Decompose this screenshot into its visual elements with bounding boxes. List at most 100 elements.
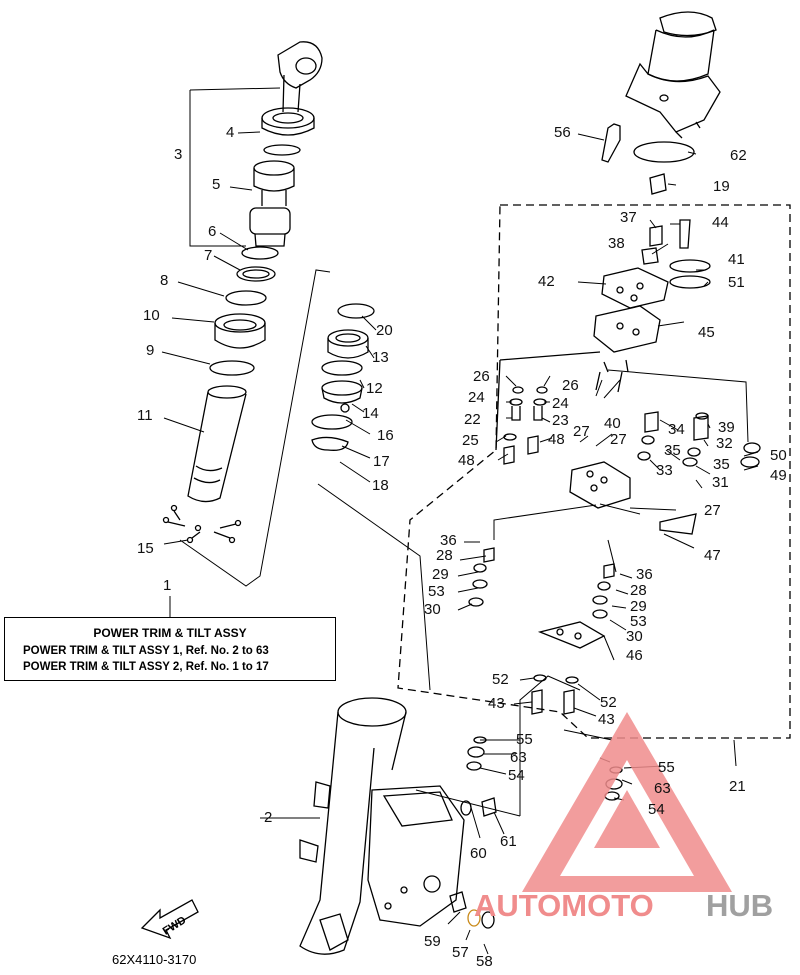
callout-28a: 28 (436, 547, 453, 564)
callout-38: 38 (608, 235, 625, 252)
callout-42: 42 (538, 273, 555, 290)
plugs-57-61 (449, 797, 497, 929)
assy-line-2: POWER TRIM & TILT ASSY 2, Ref. No. 1 to … (23, 661, 269, 673)
assy-21-boundary (397, 204, 791, 739)
callout-26a: 26 (473, 368, 490, 385)
watermark-text-hub: HUB (706, 888, 773, 923)
callout-55a: 55 (516, 731, 533, 748)
callout-44: 44 (712, 214, 729, 231)
piston-parts-middle (311, 303, 375, 451)
cylinder-body (299, 697, 465, 955)
callout-43b: 43 (598, 711, 615, 728)
motor-o-ring (633, 141, 695, 163)
callout-43a: 43 (488, 695, 505, 712)
tilt-rod-eye (277, 41, 323, 113)
callout-34: 34 (668, 421, 685, 438)
callout-14: 14 (362, 405, 379, 422)
callout-55b: 55 (658, 759, 675, 776)
pump-parts (593, 219, 711, 393)
assy-title: POWER TRIM & TILT ASSY (93, 626, 247, 640)
callout-23: 23 (552, 412, 569, 429)
callout-6: 6 (208, 223, 216, 240)
callout-29a: 29 (432, 566, 449, 583)
callout-53b: 53 (630, 613, 647, 630)
callout-9: 9 (146, 342, 154, 359)
callout-22: 22 (464, 411, 481, 428)
callout-35a: 35 (664, 442, 681, 459)
callout-41: 41 (728, 251, 745, 268)
callout-54a: 54 (508, 767, 525, 784)
callout-24a: 24 (468, 389, 485, 406)
callout-52b: 52 (600, 694, 617, 711)
callout-27b: 27 (610, 431, 627, 448)
callout-33: 33 (656, 462, 673, 479)
callout-30a: 30 (424, 601, 441, 618)
callout-26b: 26 (562, 377, 579, 394)
callout-16: 16 (377, 427, 394, 444)
fwd-arrow-icon (140, 899, 199, 940)
callout-49: 49 (770, 467, 787, 484)
small-balls-15 (162, 504, 242, 544)
callout-54b: 54 (648, 801, 665, 818)
callout-5: 5 (212, 176, 220, 193)
callout-32: 32 (716, 435, 733, 452)
callout-40: 40 (604, 415, 621, 432)
callout-10: 10 (143, 307, 160, 324)
callout-37: 37 (620, 209, 637, 226)
callout-31: 31 (712, 474, 729, 491)
callout-35b: 35 (713, 456, 730, 473)
callout-39: 39 (718, 419, 735, 436)
valve-block (537, 461, 697, 649)
callout-47: 47 (704, 547, 721, 564)
callout-1: 1 (163, 577, 171, 594)
tilt-cylinder (187, 385, 247, 503)
callout-7: 7 (204, 247, 212, 264)
callout-29b: 29 (630, 598, 647, 615)
callout-8: 8 (160, 272, 168, 289)
callout-28b: 28 (630, 582, 647, 599)
bolt-56 (601, 123, 621, 163)
watermark-text-main: AUTOMOTO (474, 888, 654, 923)
callout-21: 21 (729, 778, 746, 795)
callout-46: 46 (626, 647, 643, 664)
callout-3: 3 (174, 146, 182, 163)
callout-59: 59 (424, 933, 441, 950)
callout-27c: 27 (704, 502, 721, 519)
callout-15: 15 (137, 540, 154, 557)
callout-4: 4 (226, 124, 234, 141)
callout-56: 56 (554, 124, 571, 141)
callout-48b: 48 (548, 431, 565, 448)
tilt-rod-piston-parts (209, 107, 315, 376)
callout-19: 19 (713, 178, 730, 195)
callout-52a: 52 (492, 671, 509, 688)
callout-36a: 36 (440, 532, 457, 549)
callout-13: 13 (372, 349, 389, 366)
callout-11: 11 (137, 407, 153, 424)
diagram-code: 62X4110-3170 (112, 952, 197, 967)
callouts: 1 2 3 4 5 6 7 8 9 10 11 12 13 14 15 16 1… (137, 124, 787, 970)
callout-25: 25 (462, 432, 479, 449)
callout-48a: 48 (458, 452, 475, 469)
callout-17: 17 (373, 453, 390, 470)
watermark-logo: AUTOMOTO HUB (474, 712, 773, 923)
callout-60: 60 (470, 845, 487, 862)
callout-2: 2 (264, 809, 272, 826)
callout-36b: 36 (636, 566, 653, 583)
callout-20: 20 (376, 322, 393, 339)
callout-51: 51 (728, 274, 745, 291)
callout-58: 58 (476, 953, 493, 970)
assy-title-box: POWER TRIM & TILT ASSY POWER TRIM & TILT… (4, 617, 336, 681)
callout-50: 50 (770, 447, 787, 464)
callout-57: 57 (452, 944, 469, 961)
callout-63a: 63 (510, 749, 527, 766)
callout-53a: 53 (428, 583, 445, 600)
leader-lines (161, 87, 759, 955)
trim-motor (625, 11, 721, 139)
callout-61: 61 (500, 833, 517, 850)
callout-12: 12 (366, 380, 383, 397)
assy-line-1: POWER TRIM & TILT ASSY 1, Ref. No. 2 to … (23, 645, 269, 657)
callout-62: 62 (730, 147, 747, 164)
coupling-19 (649, 173, 667, 195)
